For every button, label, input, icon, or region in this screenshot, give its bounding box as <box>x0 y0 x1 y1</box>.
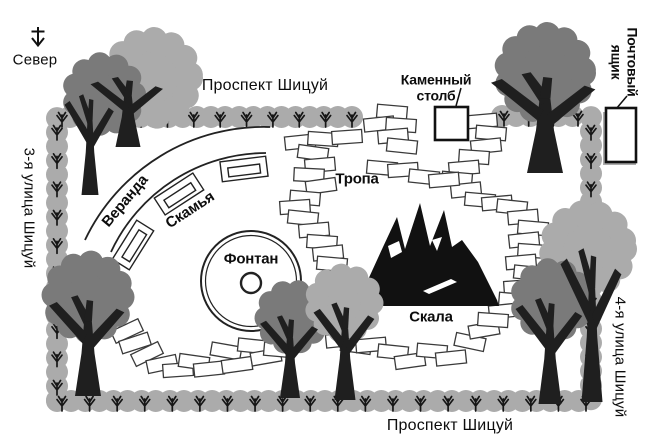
north-label: Север <box>12 51 58 69</box>
street-label-bottom: Проспект Шицуй <box>386 417 514 434</box>
mailbox-marker <box>603 95 638 165</box>
path-label: Тропа <box>335 170 379 188</box>
north-arrow-icon <box>31 27 45 48</box>
stones-path <box>109 103 550 379</box>
stone-pillar-marker <box>433 87 470 142</box>
veranda-arcs <box>84 126 271 253</box>
mailbox-label: Почтовый ящик <box>609 27 641 97</box>
street-label-left: 3-я улица Шицуй <box>20 147 38 269</box>
fountain-label: Фонтан <box>223 250 279 268</box>
trees <box>41 22 637 404</box>
street-label-top: Проспект Шицуй <box>201 77 329 94</box>
rock-label: Скала <box>409 308 453 326</box>
rock <box>356 203 499 306</box>
street-label-right: 4-я улица Шицуй <box>611 296 629 418</box>
stone-pillar-label: Каменный столб <box>400 71 472 103</box>
